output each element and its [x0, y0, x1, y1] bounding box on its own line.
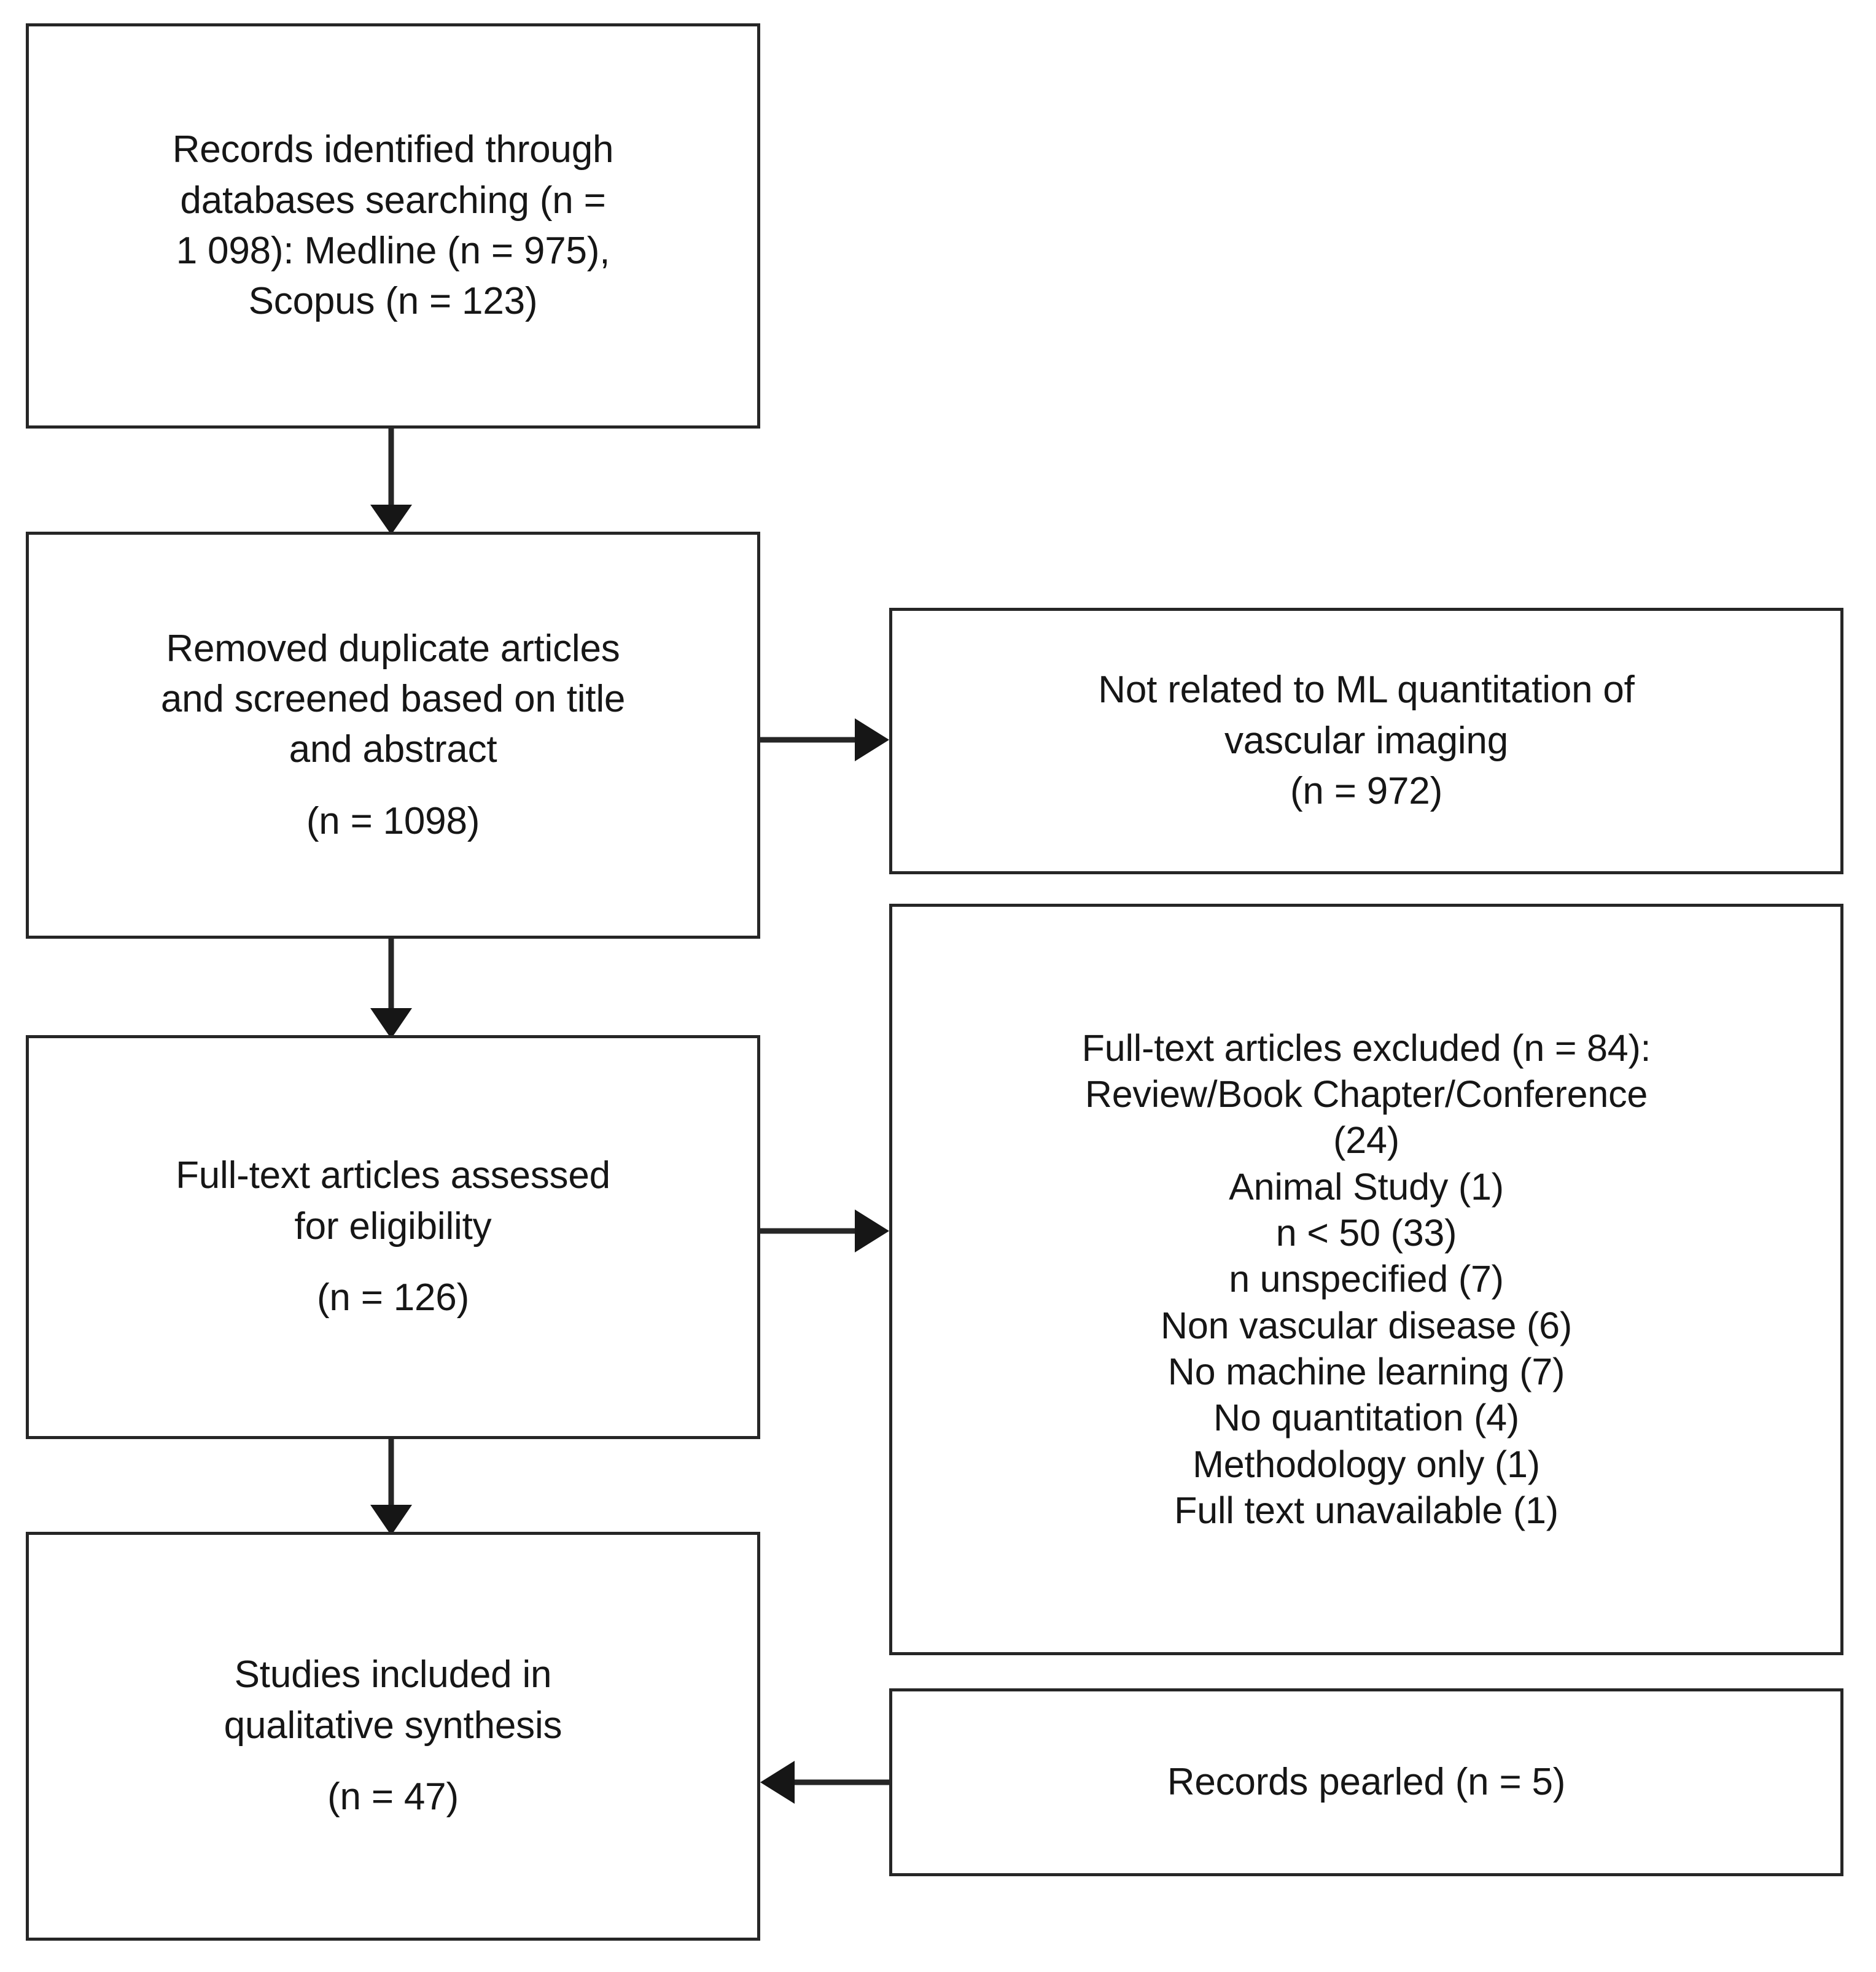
box-records-pearled: Records pearled (n = 5)	[889, 1688, 1843, 1876]
connector-fulltext-to-excluded	[757, 1203, 895, 1260]
connector-identified-to-screened	[362, 424, 420, 537]
records-identified-line-1: Records identified through	[172, 128, 614, 171]
spacer	[45, 775, 741, 796]
exclusion-reason-9: Full text unavailable (1)	[1174, 1489, 1559, 1531]
box-studies-included: Studies included in qualitative synthesi…	[26, 1532, 760, 1941]
exclusion-reason-1-count: (24)	[1333, 1119, 1399, 1162]
connector-fulltext-to-included	[362, 1435, 420, 1540]
spacer	[45, 1751, 741, 1772]
connector-pearled-to-included	[755, 1755, 895, 1811]
records-identified-line-3: 1 098): Medline (n = 975),	[176, 230, 610, 272]
studies-included-count: (n = 47)	[327, 1776, 459, 1819]
records-screened-line-1: Removed duplicate articles	[166, 627, 620, 670]
full-text-assessed-count: (n = 126)	[316, 1276, 470, 1319]
box-records-identified: Records identified through databases sea…	[26, 23, 760, 429]
records-screened-line-2: and screened based on title	[160, 678, 626, 720]
box-records-screened: Removed duplicate articles and screened …	[26, 532, 760, 939]
not-related-count: (n = 972)	[1290, 770, 1443, 813]
full-text-assessed-line-2: for eligibility	[294, 1205, 492, 1248]
box-not-related-excluded: Not related to ML quantitation of vascul…	[889, 608, 1843, 874]
exclusion-reason-7: No quantitation (4)	[1213, 1397, 1520, 1439]
full-text-assessed-line-1: Full-text articles assessed	[176, 1154, 610, 1197]
exclusion-reason-4: n unspecified (7)	[1229, 1258, 1504, 1300]
spacer	[45, 1252, 741, 1273]
studies-included-line-2: qualitative synthesis	[224, 1704, 562, 1747]
connector-screened-to-fulltext	[362, 934, 420, 1042]
box-full-text-assessed: Full-text articles assessed for eligibil…	[26, 1035, 760, 1439]
exclusion-reason-2: Animal Study (1)	[1229, 1165, 1504, 1208]
full-text-excluded-heading: Full-text articles excluded (n = 84):	[1081, 1027, 1651, 1069]
exclusion-reason-8: Methodology only (1)	[1193, 1443, 1540, 1485]
connector-screened-to-not-related	[757, 712, 895, 769]
not-related-line-2: vascular imaging	[1224, 719, 1508, 762]
exclusion-reason-5: Non vascular disease (6)	[1161, 1304, 1572, 1346]
records-identified-line-4: Scopus (n = 123)	[248, 280, 538, 323]
exclusion-reason-3: n < 50 (33)	[1275, 1212, 1457, 1254]
records-screened-count: (n = 1098)	[306, 800, 480, 842]
not-related-line-1: Not related to ML quantitation of	[1098, 669, 1635, 712]
records-screened-line-3: and abstract	[289, 728, 497, 771]
exclusion-reason-6: No machine learning (7)	[1167, 1350, 1565, 1392]
studies-included-line-1: Studies included in	[234, 1653, 552, 1696]
box-full-text-excluded: Full-text articles excluded (n = 84): Re…	[889, 904, 1843, 1655]
records-identified-line-2: databases searching (n =	[180, 179, 606, 222]
records-pearled-label: Records pearled (n = 5)	[1167, 1760, 1566, 1803]
exclusion-reason-1: Review/Book Chapter/Conference	[1084, 1073, 1648, 1116]
